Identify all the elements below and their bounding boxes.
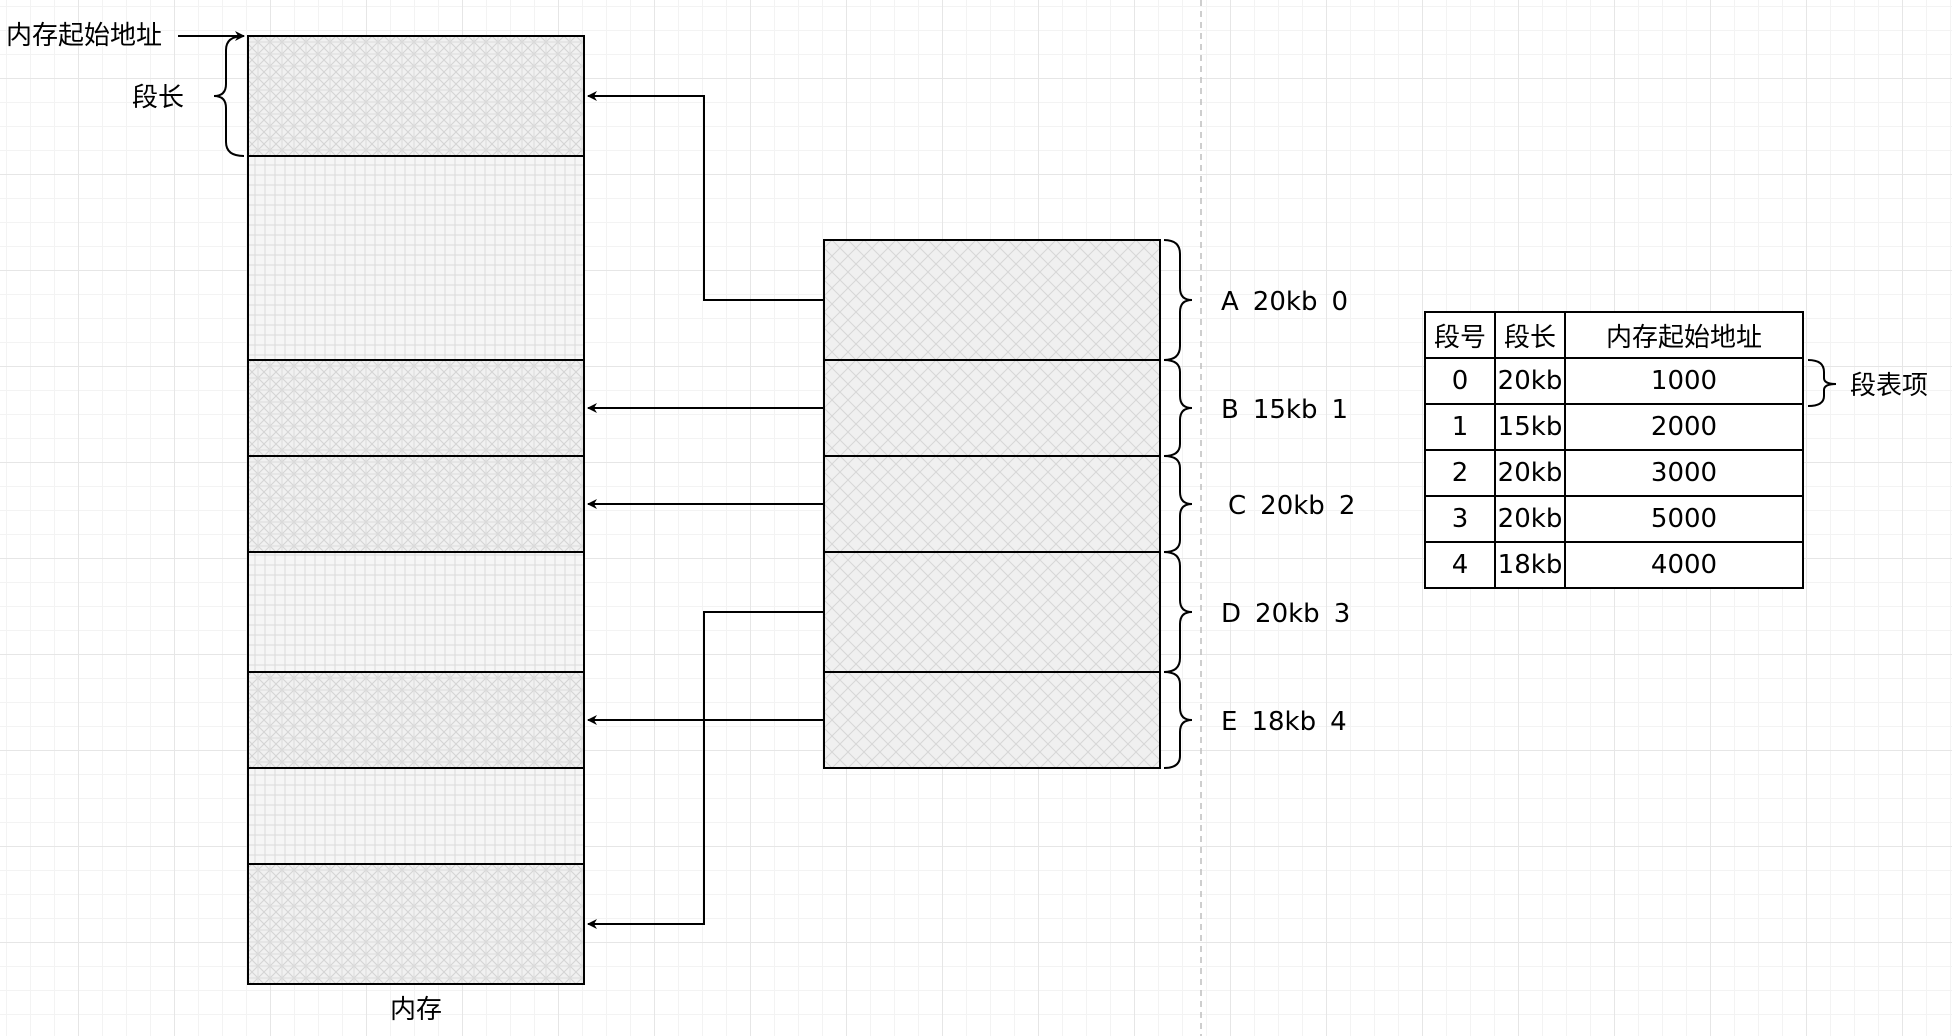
mem-start-address-label: 内存起始地址	[6, 21, 162, 51]
memory-slot	[247, 671, 585, 769]
brace-segment-b	[1163, 359, 1193, 457]
segment-block-c	[823, 455, 1161, 553]
cell-segment-number: 3	[1424, 495, 1496, 543]
arrow-segment-a	[587, 91, 824, 301]
brace-segment-d	[1163, 551, 1193, 673]
header-start-address: 内存起始地址	[1564, 311, 1804, 359]
table-row: 4 18kb 4000	[1424, 541, 1804, 589]
segment-table: 段号 段长 内存起始地址 0 20kb 1000 1 15kb 2000 2 2…	[1424, 311, 1804, 589]
segment-block-d	[823, 551, 1161, 673]
cell-segment-number: 2	[1424, 449, 1496, 497]
brace-segment-c	[1163, 455, 1193, 553]
braces	[213, 35, 1837, 769]
memory-slot	[247, 863, 585, 985]
mapping-arrows	[178, 31, 824, 929]
cell-segment-number: 4	[1424, 541, 1496, 589]
memory-slot	[247, 551, 585, 673]
cell-segment-length: 20kb	[1494, 357, 1566, 405]
header-segment-number: 段号	[1424, 311, 1496, 359]
memory-label: 内存	[390, 995, 442, 1025]
arrow-segment-d	[587, 611, 824, 929]
cell-start-address: 5000	[1564, 495, 1804, 543]
memory-slot	[247, 359, 585, 457]
cell-segment-length: 15kb	[1494, 403, 1566, 451]
cell-start-address: 3000	[1564, 449, 1804, 497]
memory-slot	[247, 455, 585, 553]
brace-segment-a	[1163, 239, 1193, 361]
brace-segment-length	[213, 35, 245, 157]
memory-slot	[247, 767, 585, 865]
program-segments	[823, 239, 1161, 769]
cell-segment-number: 0	[1424, 357, 1496, 405]
segment-table-header-row: 段号 段长 内存起始地址	[1424, 311, 1804, 359]
memory-slot	[247, 155, 585, 361]
brace-segment-e	[1163, 671, 1193, 769]
memory-block	[247, 35, 585, 985]
segment-block-b	[823, 359, 1161, 457]
segment-table-entry-label: 段表项	[1850, 371, 1928, 401]
cell-segment-length: 18kb	[1494, 541, 1566, 589]
table-row: 2 20kb 3000	[1424, 449, 1804, 497]
segment-block-a	[823, 239, 1161, 361]
cell-segment-length: 20kb	[1494, 495, 1566, 543]
cell-start-address: 1000	[1564, 357, 1804, 405]
table-row: 3 20kb 5000	[1424, 495, 1804, 543]
segment-block-e	[823, 671, 1161, 769]
cell-start-address: 2000	[1564, 403, 1804, 451]
cell-segment-number: 1	[1424, 403, 1496, 451]
cell-segment-length: 20kb	[1494, 449, 1566, 497]
header-segment-length: 段长	[1494, 311, 1566, 359]
segment-length-label: 段长	[132, 83, 184, 113]
table-row: 1 15kb 2000	[1424, 403, 1804, 451]
cell-start-address: 4000	[1564, 541, 1804, 589]
memory-slot	[247, 35, 585, 157]
table-row: 0 20kb 1000	[1424, 357, 1804, 405]
brace-table-entry	[1807, 359, 1837, 407]
